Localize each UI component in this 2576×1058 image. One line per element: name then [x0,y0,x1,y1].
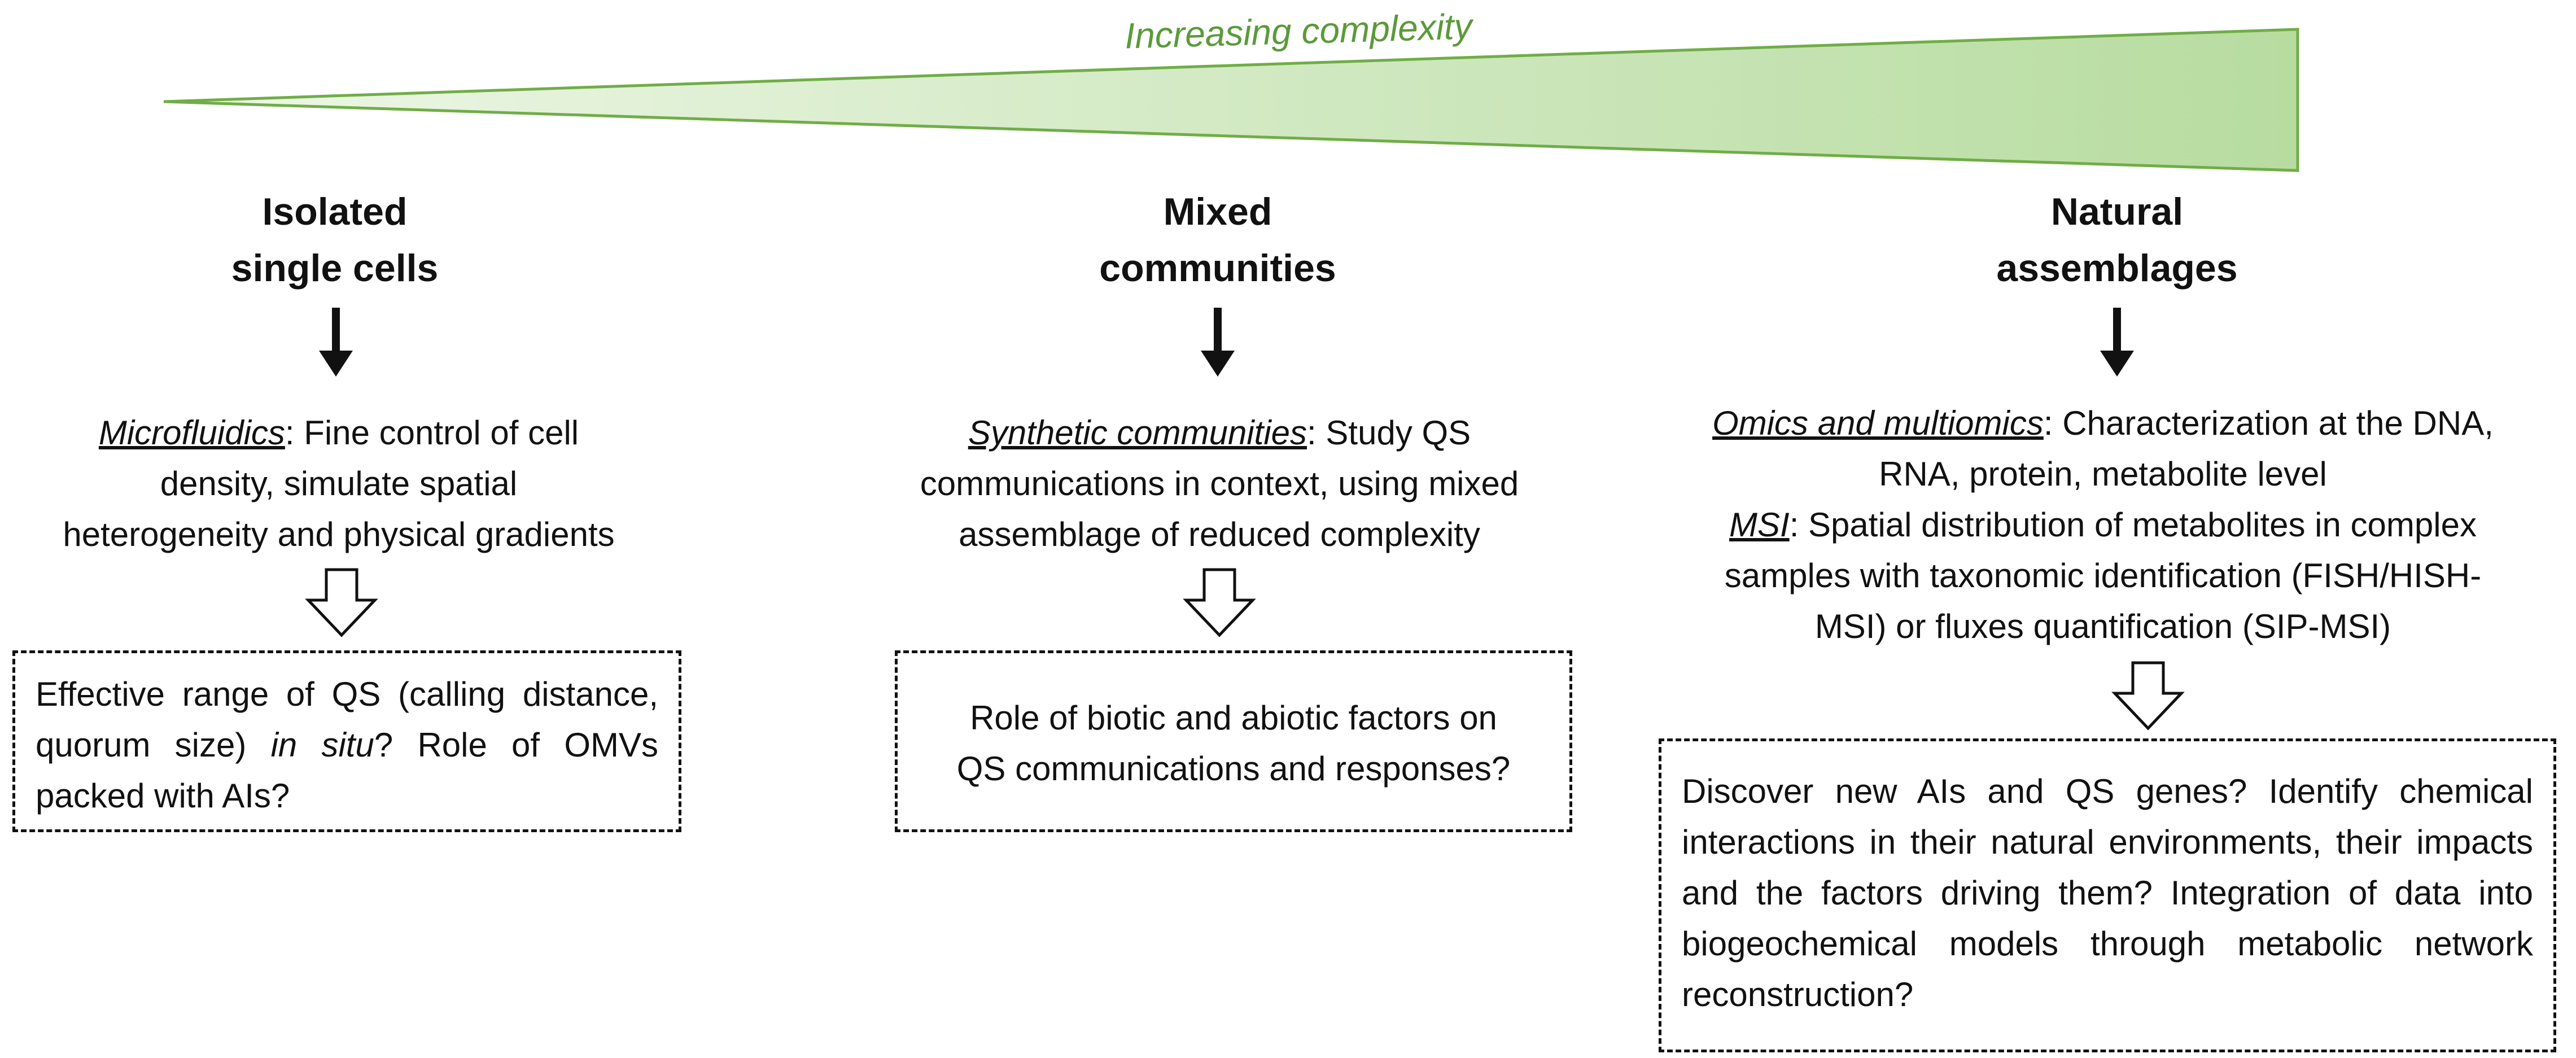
question-text: Discover new AIs and QS genes? Identify … [1682,772,2533,1013]
title-line: Natural [2050,190,2184,233]
method-microfluidics: Microfluidics: Fine control of cell dens… [0,408,677,560]
question-text: Role of biotic and abiotic factors on [970,699,1497,737]
method-text: : Fine control of cell [285,414,579,452]
method-text: communications in context, using mixed [920,465,1519,502]
method-text: RNA, protein, metabolite level [1879,455,2327,493]
question-box-mixed-communities: Role of biotic and abiotic factors on QS… [895,650,1572,832]
column-title-isolated-single-cells: Isolated single cells [109,183,561,296]
increasing-complexity-wedge [163,28,2299,172]
question-box-single-cells: Effective range of QS (calling distance,… [12,650,681,832]
method-text: samples with taxonomic identification (F… [1724,557,2482,594]
title-line: Mixed [1163,190,1272,233]
question-text: Effective range of QS (calling distance,… [36,675,658,764]
method-name: Omics and multiomics [1712,404,2044,442]
method-text: density, simulate spatial [160,465,518,502]
question-italic-text: in situ [270,726,374,764]
title-line: Isolated [262,190,408,233]
method-text: : Study QS [1307,414,1471,452]
title-line: communities [1099,247,1336,290]
question-text: QS communications and responses? [956,750,1511,788]
method-text: heterogeneity and physical gradients [63,515,615,553]
column-title-mixed-communities: Mixed communities [992,183,1444,296]
title-line: assemblages [1996,247,2238,290]
question-box-natural-assemblages: Discover new AIs and QS genes? Identify … [1659,738,2556,1052]
open-down-arrow-icon [2111,661,2185,731]
method-text: assemblage of reduced complexity [959,515,1480,553]
down-arrow-icon [1201,308,1235,377]
method-name: Synthetic communities [968,414,1307,452]
method-omics-msi: Omics and multiomics: Characterization a… [1637,398,2569,652]
method-text: : Spatial distribution of metabolites in… [1789,506,2477,544]
method-name: MSI [1729,506,1790,544]
method-text: : Characterization at the DNA, [2043,404,2494,442]
column-title-natural-assemblages: Natural assemblages [1891,183,2343,296]
complexity-wedge-shape [163,28,2299,172]
down-arrow-icon [2100,308,2134,377]
question-text: ? Role of OMVs packed with AIs? [36,726,658,815]
down-arrow-icon [319,308,353,377]
method-name: Microfluidics [98,414,285,452]
method-text: MSI) or fluxes quantification (SIP-MSI) [1814,607,2391,645]
title-line: single cells [231,247,439,290]
method-synthetic-communities: Synthetic communities: Study QS communic… [881,408,1558,560]
open-down-arrow-icon [305,568,378,637]
open-down-arrow-icon [1183,568,1256,637]
